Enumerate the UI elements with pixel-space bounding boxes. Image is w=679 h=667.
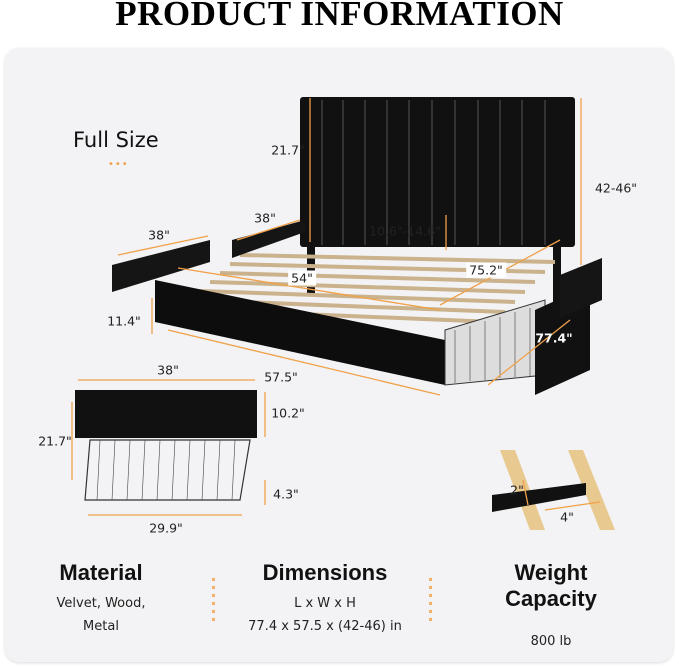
side-rail-back-label: 38" (254, 210, 276, 226)
drawer-illustration (75, 390, 257, 501)
spec-heading: Material (59, 560, 143, 585)
drawer-depth-label: 21.7" (38, 433, 72, 449)
spec-heading: Weight Capacity (505, 560, 597, 611)
separator (429, 578, 432, 622)
drawer-width-label: 29.9" (149, 520, 183, 536)
spec-heading: Dimensions (262, 560, 388, 585)
spec-weight-capacity: Weight Capacity 800 lb (487, 560, 615, 653)
total-width-label-top: 38" (157, 362, 179, 378)
slat-thickness-label: 2" (510, 482, 524, 498)
slat-width-label: 4" (560, 509, 574, 525)
spec-line: Metal (83, 619, 119, 634)
inner-width-label: 54" (288, 270, 316, 286)
spec-line: Velvet, Wood, (56, 596, 146, 611)
rail-height-label: 11.4" (107, 313, 141, 329)
spec-dimensions: Dimensions L x W x H 77.4 x 57.5 x (42-4… (248, 560, 402, 638)
inner-length-label: 75.2" (466, 262, 506, 278)
spec-line: 800 lb (530, 634, 572, 649)
headboard-height-label: 21.7" (271, 142, 305, 158)
slat-detail (492, 450, 615, 530)
side-rail-front-label: 38" (148, 227, 170, 243)
size-label: Full Size (73, 128, 159, 152)
drawer-basket-height-label: 4.3" (273, 486, 299, 502)
spec-line: 77.4 x 57.5 x (42-46) in (248, 619, 402, 634)
dimension-lines (71, 98, 601, 516)
total-length-label: 77.4" (535, 330, 573, 346)
spec-line: L x W x H (294, 596, 356, 611)
dots-decoration: ••• (108, 159, 129, 170)
bed-frame (112, 97, 602, 395)
separator (212, 578, 215, 622)
total-height-label: 42-46" (594, 180, 638, 196)
spec-material: Material Velvet, Wood, Metal (57, 560, 146, 638)
page-title: PRODUCT INFORMATION (115, 0, 564, 33)
headboard-clearance-label: 10.6"-14.6" (369, 223, 441, 239)
total-width-label: 57.5" (264, 369, 298, 385)
drawer-panel-height-label: 10.2" (271, 405, 305, 421)
